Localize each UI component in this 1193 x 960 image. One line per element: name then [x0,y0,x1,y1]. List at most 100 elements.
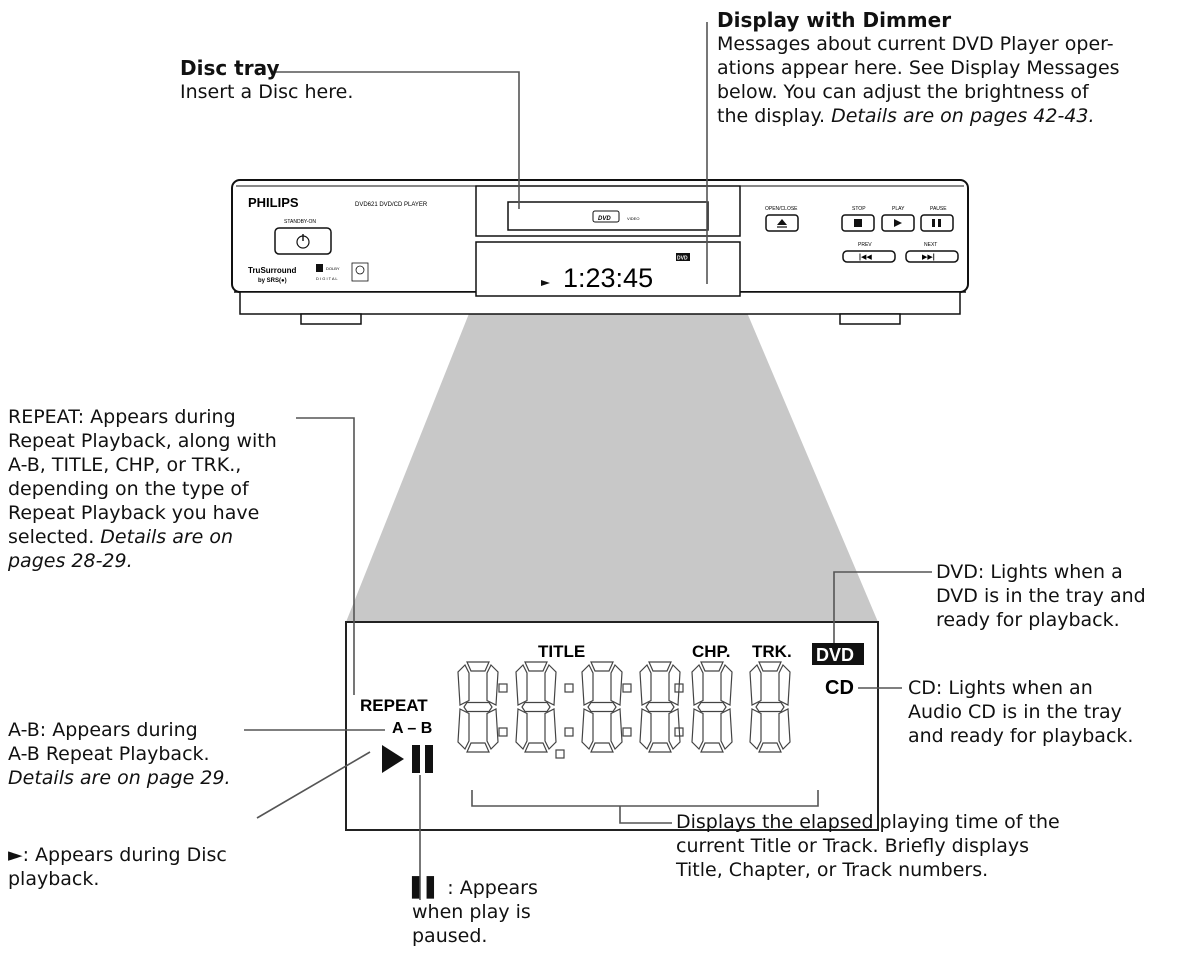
pause-callout: ▌▌ : Appears when play is paused. [412,876,562,948]
segment-separator [564,727,574,737]
title-indicator: TITLE [538,642,585,661]
stop-icon [854,219,862,227]
brand-logo: PHILIPS [248,195,299,210]
elapsed-line-2: current Title or Track. Briefly displays [676,835,1030,857]
repeat-details-b: pages 28-29. [8,550,133,572]
video-logo-text: VIDEO [627,216,639,221]
cd-callout: CD: Lights when an Audio CD is in the tr… [908,676,1188,748]
segment-upper-left [749,663,762,706]
power-icon [296,234,310,249]
segment-upper-right [668,663,681,706]
repeat-line-3: A-B, TITLE, CHP, or TRK., [8,454,242,476]
stop-label: STOP [852,206,866,212]
disc-tray-callout: Disc tray Insert a Disc here. [180,56,353,104]
segment-separator [622,683,632,693]
leader-dvd [833,571,932,643]
dvd-logo-text: DVD [598,216,611,222]
segment-separator [674,683,684,693]
segment-upper-left [457,663,470,706]
ab-line-1: A-B: Appears during [8,719,198,741]
display-line-1: Messages about current DVD Player oper- [717,33,1114,55]
dolby-digital-logo: D I G I T A L [316,276,338,281]
play-icon [894,219,902,227]
pause-button[interactable] [920,214,954,232]
trk-indicator: TRK. [752,642,792,661]
display-projection-beam [346,296,878,622]
segment-upper-right [778,663,791,706]
segment-upper-right [486,663,499,706]
next-label: NEXT [924,242,937,248]
next-button[interactable] [905,250,959,263]
segment-top [524,661,548,672]
ab-indicator: A – B [392,720,432,737]
prev-button[interactable] [842,250,896,263]
repeat-line-6: selected. [8,526,95,548]
segment-top [700,661,724,672]
cd-indicator: CD [825,677,854,699]
segment-bottom [466,742,490,753]
player-display-dvd-badge: DVD [677,256,688,262]
segment-lower-left [457,708,470,751]
segment-upper-right [544,663,557,706]
elapsed-line-3: Title, Chapter, or Track numbers. [676,859,989,881]
leader-disc-tray [276,71,520,209]
segment-separator [498,727,508,737]
segment-lower-right [610,708,623,751]
segment-middle [463,701,493,713]
srs-logo: by SRS(●) [258,278,287,284]
player-display-window [475,241,741,297]
player-foot-right [839,313,901,325]
panel-pause-icon [412,745,420,773]
segment-lower-left [581,708,594,751]
segment-middle [521,701,551,713]
model-label: DVD621 DVD/CD PLAYER [355,202,428,208]
segment-upper-right [720,663,733,706]
player-foot-left [300,313,362,325]
dvd-indicator-box [812,643,864,665]
leader-elapsed-text [619,806,672,824]
disc-tray-text: Insert a Disc here. [180,81,354,103]
dvd-indicator: DVD [816,645,854,665]
chp-indicator: CHP. [692,642,730,661]
ab-details: Details are on page 29. [8,767,231,789]
segment-lower-right [720,708,733,751]
segment-bottom [524,742,548,753]
segment-lower-right [778,708,791,751]
repeat-line-2: Repeat Playback, along with [8,430,277,452]
leader-play [256,751,371,819]
play-line-1: ►: Appears during Disc [8,844,227,866]
display-line-2: ations appear here. See Display Messages [717,57,1120,79]
panel-play-icon [382,745,404,773]
cd-line-1: CD: Lights when an [908,677,1093,699]
dvd-line-2: DVD is in the tray and [936,585,1146,607]
leader-lines [244,22,932,900]
prev-icon: |◀◀ [859,254,872,261]
leader-repeat [296,417,355,695]
segment-middle [645,701,675,713]
dvd-callout: DVD: Lights when a DVD is in the tray an… [936,560,1186,632]
compact-disc-logo-icon [351,262,369,282]
segment-separator [622,727,632,737]
pause-line-2: when play is [412,901,531,923]
open-close-label: OPEN/CLOSE [765,206,798,212]
repeat-line-5: Repeat Playback you have [8,502,260,524]
repeat-details-a: Details are on [100,526,234,548]
segment-lower-left [691,708,704,751]
segment-lower-right [544,708,557,751]
segment-top [758,661,782,672]
segment-lower-left [639,708,652,751]
segment-separator [564,683,574,693]
segment-top [648,661,672,672]
display-title: Display with Dimmer [717,8,952,32]
pause-label: PAUSE [930,206,947,212]
segment-upper-left [581,663,594,706]
play-line-2: playback. [8,868,100,890]
segment-top [590,661,614,672]
dvd-line-3: ready for playback. [936,609,1120,631]
segment-lower-right [486,708,499,751]
display-details: Details are on pages 42-43. [831,105,1095,127]
segment-lower-left [749,708,762,751]
segment-top [466,661,490,672]
pause-icon [932,219,935,227]
